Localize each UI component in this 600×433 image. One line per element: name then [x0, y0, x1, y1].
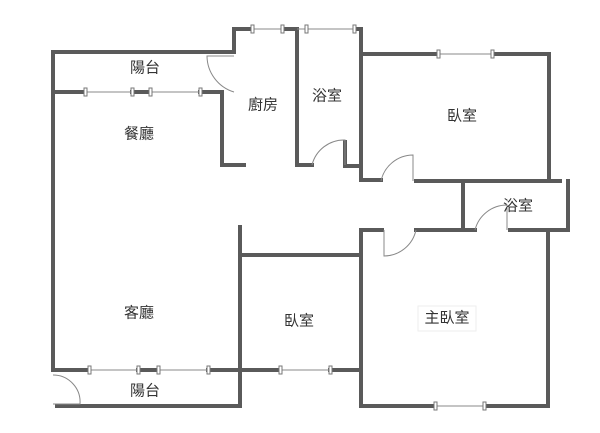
label-box	[417, 305, 477, 332]
room-label-living: 客廳	[124, 304, 154, 322]
room-label-master-bedroom: 主臥室	[424, 309, 469, 327]
room-label-bathroom-1: 浴室	[312, 87, 342, 105]
room-label-kitchen: 廚房	[248, 96, 278, 114]
walls	[51, 27, 570, 408]
room-label-bedroom-1: 臥室	[447, 107, 477, 125]
doors	[52, 55, 508, 405]
room-label-bathroom-2: 浴室	[503, 197, 533, 215]
room-label-balcony-bottom: 陽台	[130, 382, 160, 400]
room-label-dining: 餐廳	[124, 125, 154, 143]
windows	[83, 24, 495, 411]
room-label-balcony-top: 陽台	[130, 59, 160, 77]
room-label-bedroom-2: 臥室	[284, 312, 314, 330]
